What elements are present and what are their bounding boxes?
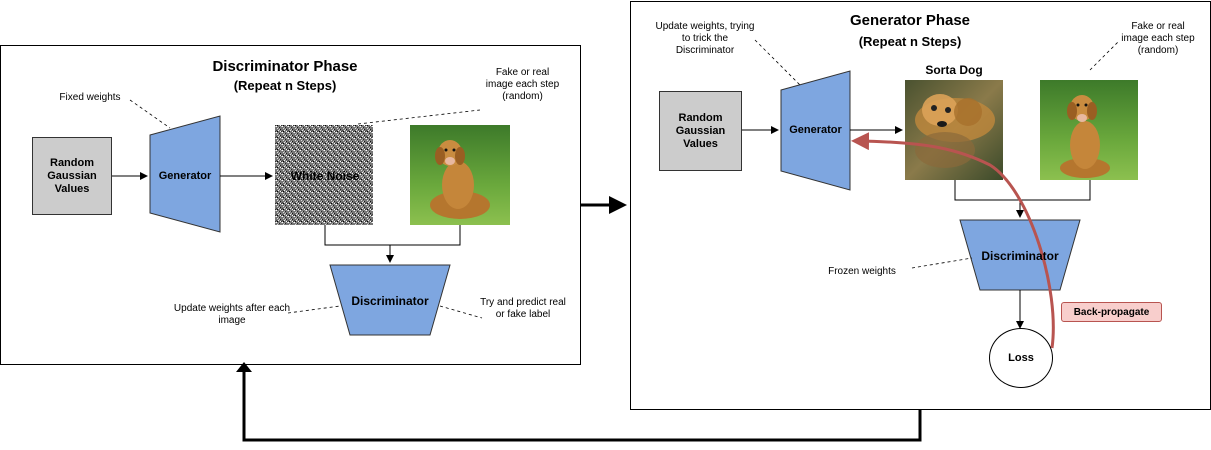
- discriminator-shape: [329, 264, 451, 336]
- real-dog-image-2: [1040, 80, 1138, 180]
- fake-or-real-note-2: Fake or real image each step (random): [1121, 21, 1195, 56]
- discriminator-phase-title: Discriminator Phase: [212, 58, 358, 75]
- generator-label-2: Generator: [789, 124, 842, 136]
- generator-phase-subtitle: (Repeat n Steps): [858, 34, 962, 49]
- discriminator-shape-2: [959, 219, 1081, 291]
- discriminator-label: Discriminator: [351, 294, 429, 308]
- sorta-dog-label: Sorta Dog: [925, 63, 983, 77]
- discriminator-phase-subtitle: (Repeat n Steps): [233, 78, 337, 93]
- generator-phase-panel: [630, 1, 1211, 410]
- generator-shape-2: [780, 70, 851, 191]
- random-gaussian-box-2: Random Gaussian Values: [659, 91, 742, 171]
- discriminator-label-2: Discriminator: [981, 249, 1059, 263]
- fake-or-real-note: Fake or real image each step (random): [485, 67, 560, 102]
- sorta-dog-image: [905, 80, 1003, 180]
- real-dog-image: [410, 125, 510, 225]
- update-weights-trick-note: Update weights, trying to trick the Disc…: [655, 21, 755, 56]
- fixed-weights-note: Fixed weights: [59, 92, 121, 103]
- white-noise-image: [275, 125, 373, 225]
- loss-node: Loss: [989, 328, 1053, 388]
- frozen-weights-note: Frozen weights: [828, 266, 896, 277]
- generator-label: Generator: [158, 170, 212, 182]
- update-weights-note: Update weights after each image: [173, 303, 291, 326]
- random-gaussian-box: Random Gaussian Values: [32, 137, 112, 215]
- backprop-badge: Back-propagate: [1061, 302, 1162, 322]
- generator-shape: [149, 115, 221, 233]
- predict-label-note: Try and predict real or fake label: [480, 297, 566, 320]
- generator-phase-title: Generator Phase: [849, 12, 971, 29]
- backprop-curve: [851, 132, 1055, 349]
- white-noise-label: White Noise: [290, 169, 360, 183]
